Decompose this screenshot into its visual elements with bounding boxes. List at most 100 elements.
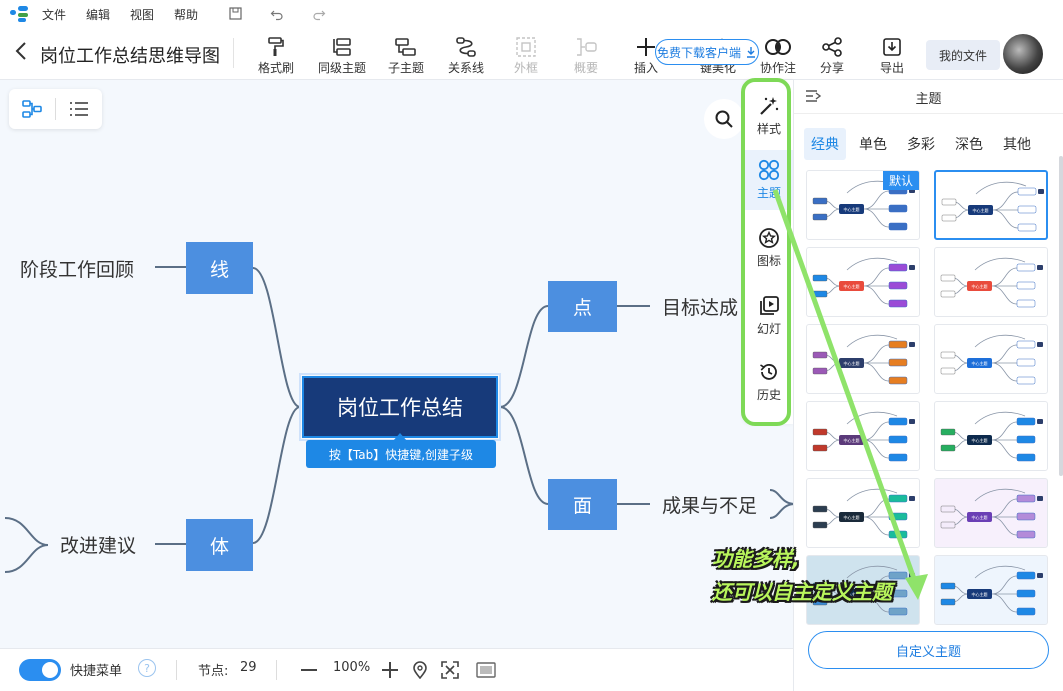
annotation-line-1: 功能多样, — [712, 547, 800, 571]
theme-thumbnail[interactable]: 中心主题 — [806, 324, 920, 394]
mindmap-view-button[interactable] — [9, 89, 55, 129]
locate-button[interactable] — [409, 659, 431, 681]
format-painter-button[interactable]: 格式刷 — [258, 36, 294, 76]
search-button[interactable] — [704, 99, 744, 139]
topic-goal[interactable]: 目标达成 — [662, 296, 739, 319]
tab-other[interactable]: 其他 — [1003, 137, 1031, 153]
export-button[interactable]: 导出 — [880, 36, 904, 76]
collaborate-button[interactable]: 协作注 — [760, 36, 796, 76]
highlight-frame — [741, 78, 791, 426]
menu-view[interactable]: 视图 — [130, 7, 155, 22]
theme-thumbnail[interactable]: 中心主题 — [934, 247, 1048, 317]
annotation-line-2: 还可以自主定义主题 — [712, 580, 892, 604]
theme-preview: 中心主题 — [940, 257, 1043, 308]
topic-advice[interactable]: 改进建议 — [60, 534, 137, 557]
theme-thumbnail[interactable]: 中心主题 — [934, 170, 1048, 240]
tab-colorful[interactable]: 多彩 — [907, 137, 935, 153]
tab-shortcut-tip: 按【Tab】快捷键,创建子级 — [306, 440, 496, 468]
topic-review[interactable]: 阶段工作回顾 — [20, 258, 135, 281]
chevron-left-icon — [15, 42, 26, 60]
zoom-in-button[interactable] — [379, 659, 401, 681]
menu-edit[interactable]: 编辑 — [86, 7, 111, 22]
theme-thumbnail[interactable]: 中心主题 — [806, 478, 920, 548]
relation-line-icon — [456, 36, 476, 57]
svg-text:中心主题: 中心主题 — [844, 360, 860, 366]
theme-thumbnail[interactable]: 中心主题 — [934, 401, 1048, 471]
fullscreen-button[interactable] — [475, 659, 497, 681]
theme-thumbnail[interactable]: 中心主题 — [806, 247, 920, 317]
theme-preview: 中心主题 — [812, 411, 915, 462]
boundary-button[interactable]: 外框 — [514, 36, 538, 76]
sibling-topic-button[interactable]: 同级主题 — [318, 36, 366, 76]
child-topic-button[interactable]: 子主题 — [388, 36, 424, 76]
summary-button[interactable]: 概要 — [574, 36, 598, 76]
theme-thumbnail[interactable]: 中心主题默认 — [806, 170, 920, 240]
tab-classic[interactable]: 经典 — [804, 128, 846, 160]
theme-thumbnail[interactable]: 中心主题 — [934, 324, 1048, 394]
svg-text:中心主题: 中心主题 — [972, 437, 988, 443]
svg-text:中心主题: 中心主题 — [972, 283, 988, 289]
theme-preview: 中心主题 — [940, 488, 1043, 539]
theme-preview: 中心主题 — [940, 411, 1043, 462]
child-topic-icon — [395, 37, 416, 56]
document-title[interactable]: 岗位工作总结思维导图 — [40, 46, 220, 67]
panel-header: 主题 — [794, 80, 1063, 114]
save-icon[interactable] — [228, 7, 242, 21]
svg-text:中心主题: 中心主题 — [973, 207, 989, 213]
download-client-button[interactable]: 免费下载客户端 — [655, 39, 759, 65]
export-icon — [883, 37, 901, 56]
help-icon[interactable]: ? — [138, 659, 156, 677]
node-count-label: 节点: — [198, 664, 229, 679]
theme-thumbnail[interactable]: 中心主题 — [806, 401, 920, 471]
branch-node-dian[interactable]: 点 — [548, 281, 617, 332]
fit-screen-icon — [441, 661, 459, 679]
mindmap-view-icon — [22, 100, 42, 118]
share-button[interactable]: 分享 — [820, 36, 844, 76]
plus-icon — [637, 37, 655, 56]
back-button[interactable] — [14, 40, 32, 66]
minus-icon — [301, 669, 317, 671]
quick-menu-label: 快捷菜单 — [70, 664, 123, 679]
menu-help[interactable]: 帮助 — [174, 7, 199, 22]
outline-view-button[interactable] — [56, 89, 102, 129]
insert-button[interactable]: 插入 — [634, 36, 658, 76]
undo-icon[interactable] — [270, 7, 284, 21]
download-icon — [747, 47, 755, 58]
panel-scrollbar[interactable] — [1059, 156, 1063, 476]
branch-node-mian[interactable]: 面 — [548, 479, 617, 530]
plus-icon — [382, 662, 398, 678]
svg-text:中心主题: 中心主题 — [844, 591, 860, 597]
location-pin-icon — [413, 661, 427, 679]
theme-preview: 中心主题 — [812, 257, 915, 308]
branch-lines — [4, 266, 793, 573]
topic-results[interactable]: 成果与不足 — [662, 494, 758, 517]
collapse-panel-icon[interactable] — [805, 88, 823, 108]
rail-style[interactable]: 样式 — [744, 86, 794, 146]
theme-preview: 中心主题 — [940, 565, 1043, 616]
collaborate-icon — [765, 38, 791, 55]
default-badge: 默认 — [882, 171, 919, 190]
zoom-out-button[interactable] — [298, 659, 320, 681]
my-files-button[interactable]: 我的文件 — [926, 40, 1000, 70]
tab-dark[interactable]: 深色 — [955, 137, 983, 153]
relation-line-button[interactable]: 关系线 — [448, 36, 484, 76]
presentation-icon — [476, 662, 496, 678]
panel-title: 主题 — [915, 92, 942, 107]
theme-thumbnail[interactable]: 中心主题 — [934, 555, 1048, 625]
tab-mono[interactable]: 单色 — [859, 137, 887, 153]
fit-screen-button[interactable] — [439, 659, 461, 681]
theme-preview: 中心主题 — [812, 488, 915, 539]
redo-icon[interactable] — [312, 7, 326, 21]
custom-theme-button[interactable]: 自定义主题 — [808, 631, 1049, 669]
menubar: 文件 编辑 视图 帮助 — [0, 0, 1063, 28]
avatar[interactable] — [1003, 34, 1043, 74]
mindmap-canvas[interactable]: 线 体 点 面 阶段工作回顾 改进建议 目标达成 成果与不足 岗位工作总结 按【… — [0, 80, 793, 648]
branch-node-xian[interactable]: 线 — [186, 242, 253, 294]
theme-tabs: 经典 单色 多彩 深色 其他 — [804, 128, 1038, 160]
menu-file[interactable]: 文件 — [42, 7, 67, 22]
branch-node-ti[interactable]: 体 — [186, 519, 253, 571]
quick-menu-toggle[interactable] — [19, 659, 61, 681]
root-node[interactable]: 岗位工作总结 — [299, 373, 501, 441]
node-count-value: 29 — [240, 660, 257, 675]
theme-thumbnail[interactable]: 中心主题 — [934, 478, 1048, 548]
